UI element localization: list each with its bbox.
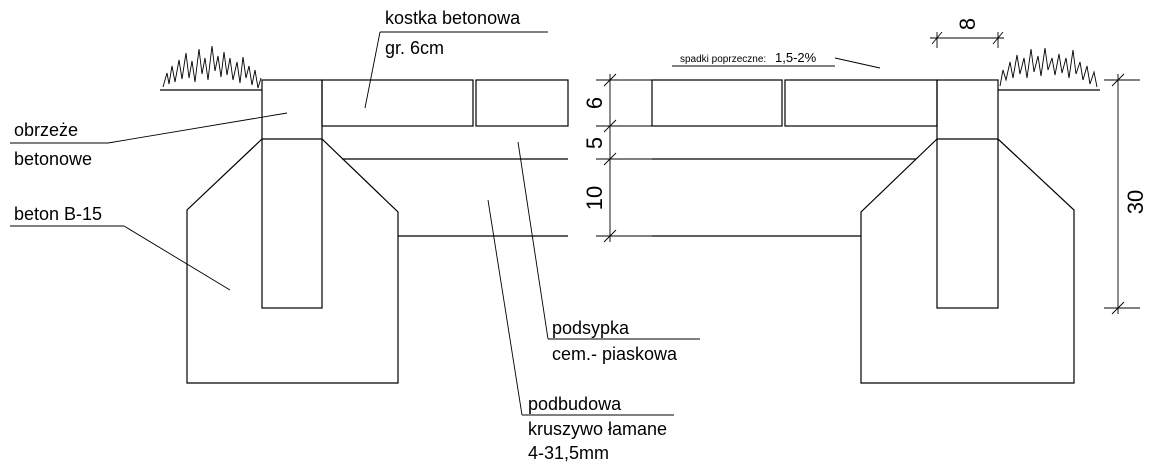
dim30-tick-bottom [1111, 301, 1125, 315]
dim8-tick-right [992, 31, 1004, 45]
label-base-line2: kruszywo łamane [528, 419, 667, 439]
label-base-line1: podbudowa [528, 394, 622, 414]
concrete-haunch-right [860, 138, 1075, 384]
leader-bedding [517, 141, 549, 340]
label-curb-line2: betonowe [14, 149, 92, 169]
label-paving-line2: gr. 6cm [385, 38, 444, 58]
label-bedding-line1: podsypka [552, 318, 630, 338]
label-paving-line1: kostka betonowa [385, 8, 521, 28]
leader-concrete [123, 225, 231, 291]
leader-base [487, 199, 523, 416]
curb-right [936, 79, 999, 309]
paving-stone-2 [475, 79, 569, 127]
grass-left-icon [162, 45, 262, 89]
leader-paving [364, 31, 381, 109]
leader-curb [107, 112, 288, 144]
slope-value-label: 1,5-2% [775, 50, 817, 65]
paving-stone-4 [784, 79, 938, 127]
curb-left [261, 79, 323, 309]
dim-tick-159 [603, 152, 617, 166]
dim-tick-80 [603, 73, 617, 87]
dim-tick-236 [603, 229, 617, 243]
paving-stone-3 [651, 79, 783, 127]
label-concrete: beton B-15 [14, 204, 102, 224]
grass-right-icon [999, 47, 1098, 88]
dim-label-6: 6 [582, 97, 607, 109]
label-bedding-line2: cem.- piaskowa [552, 344, 678, 364]
dim-label-5: 5 [582, 137, 607, 149]
slope-arrow [834, 57, 881, 69]
label-curb-line1: obrzeże [14, 120, 78, 140]
dim8-tick-left [931, 31, 943, 45]
dim-label-10: 10 [582, 186, 607, 210]
paving-stone-1 [321, 79, 474, 127]
label-base-line3: 4-31,5mm [528, 443, 609, 463]
dim-label-8: 8 [955, 18, 980, 30]
dim30-tick-top [1111, 73, 1125, 87]
dim-label-30: 30 [1123, 190, 1148, 214]
dim-tick-126 [603, 119, 617, 133]
slope-prefix-label: spadki poprzeczne: [680, 54, 766, 65]
concrete-haunch-left [186, 138, 399, 384]
